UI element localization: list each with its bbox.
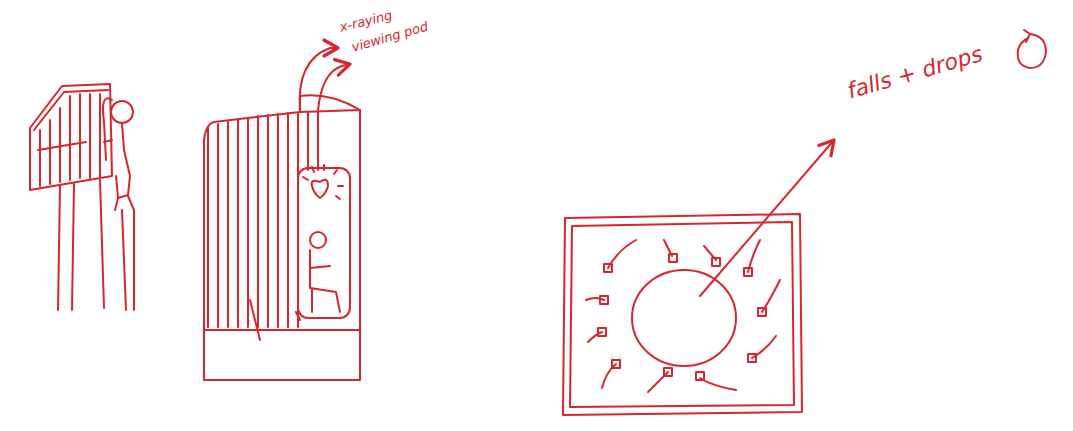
person-with-frame <box>30 84 134 310</box>
rotation-symbol <box>1018 30 1046 68</box>
xray-cabinet <box>204 48 360 380</box>
plan-view <box>563 140 834 415</box>
annotation-label: falls + drops <box>845 41 986 103</box>
